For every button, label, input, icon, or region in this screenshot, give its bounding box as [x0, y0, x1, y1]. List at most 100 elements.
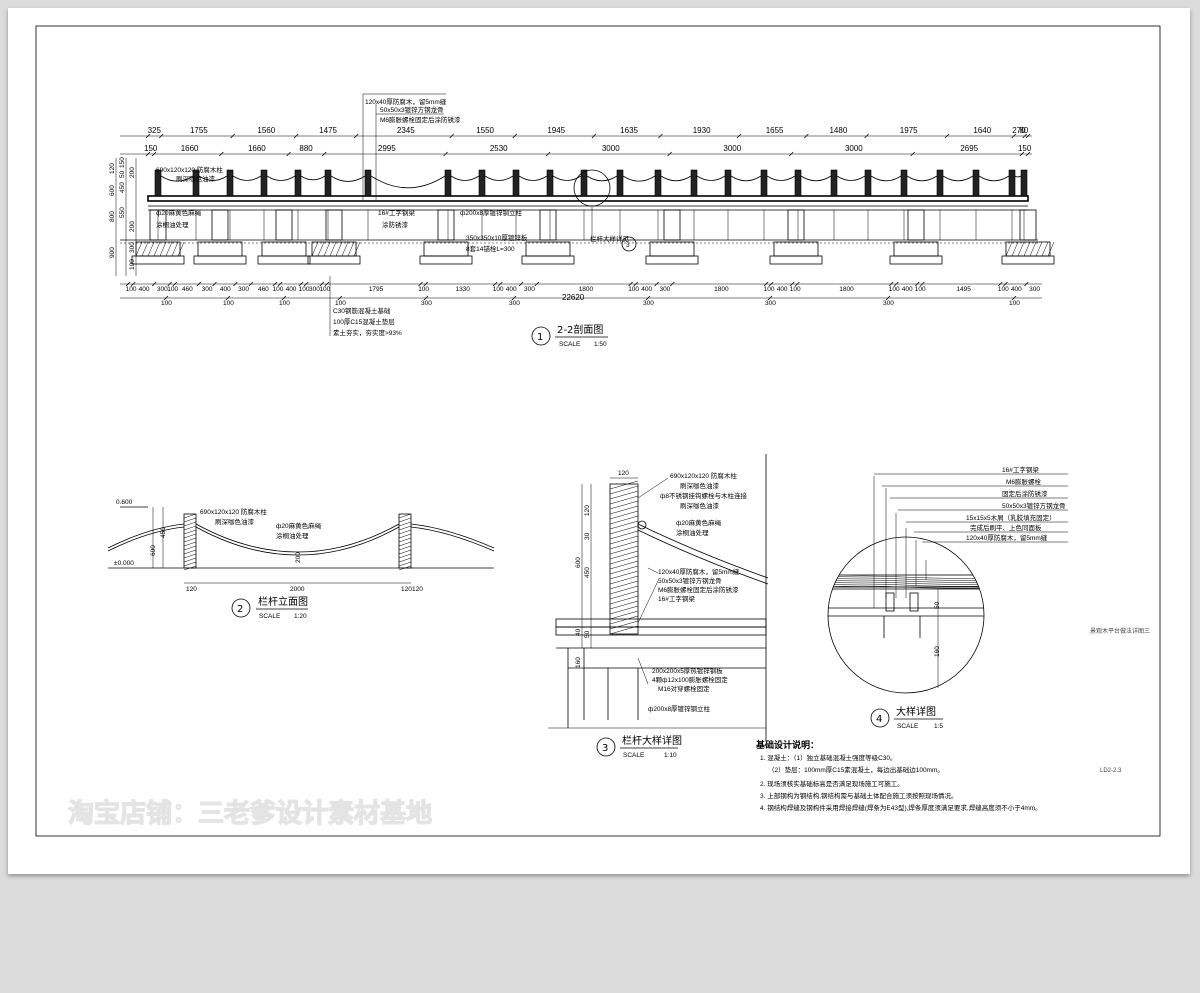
top-dim-label: 1480 — [829, 126, 847, 135]
enlarged-label: M6膨胀螺栓 — [1006, 477, 1042, 486]
railing-post — [1008, 169, 1016, 197]
mid-dim-label: 3000 — [845, 144, 863, 153]
top-dim-label: 1655 — [766, 126, 784, 135]
left-dim-label: 200 — [129, 221, 136, 232]
enlarged-title-circle — [870, 708, 890, 728]
bottom-dim-label: 300 — [1029, 286, 1040, 293]
left-dim-label: 450 — [119, 182, 126, 193]
bottom-dim-label: 100 — [915, 286, 926, 293]
section-label: 690x120x120 防腐木柱 — [156, 165, 223, 174]
railing-post — [760, 169, 768, 197]
top-dim-label: 1475 — [319, 126, 337, 135]
section-scale-label: SCALE — [559, 341, 581, 348]
railing-post — [616, 169, 624, 197]
design-notes: 基础设计说明： 1. 混凝土：（1）独立基础混凝土强度等级C30。（2）垫层：1… — [755, 739, 1042, 812]
railing-post — [364, 169, 372, 197]
railing-post — [690, 169, 698, 197]
railing-post — [512, 169, 520, 197]
left-dim-label: 300 — [129, 242, 136, 253]
elevation-level-ground: ±0.000 — [114, 560, 134, 567]
bottom-dim-label: 100 — [418, 286, 429, 293]
railing-post — [724, 169, 732, 197]
bottom-dim-label: 1795 — [369, 286, 384, 293]
top-dim-label: 1635 — [620, 126, 638, 135]
enlarged-title: 大样详图 — [896, 705, 936, 718]
bottom-dim-label: 100 — [299, 286, 310, 293]
footing — [525, 241, 571, 257]
elevation-label: 690x120x120 防腐木柱 — [200, 507, 267, 516]
elevation-label: 涂桐油处理 — [276, 531, 309, 540]
railing-dim: 120 — [618, 470, 629, 477]
detail-rope — [637, 523, 769, 579]
left-dim-label: 150 — [119, 157, 126, 168]
bottom-dim-label-2: 300 — [883, 300, 894, 307]
section-label: 100厚C15混凝土垫层 — [333, 317, 395, 326]
bottom-dim-label-2: 100 — [161, 300, 172, 307]
railing-label: 690x120x120 防腐木柱 — [670, 471, 737, 480]
elevation-title-circle — [231, 598, 251, 618]
top-dim-label: 2345 — [397, 126, 415, 135]
elevation-number: 2 — [237, 604, 243, 615]
note-item: 2. 现场须核实基础标高是否满足现场施工可施工。 — [760, 779, 904, 788]
railing-post — [226, 169, 234, 197]
section-title-circle — [531, 326, 551, 346]
bottom-dim-label: 400 — [286, 286, 297, 293]
elevation-level-top: 0.600 — [116, 499, 133, 506]
total-dimension: 22620 — [562, 293, 585, 302]
top-dim-label: 1755 — [190, 126, 208, 135]
footings — [131, 209, 1055, 265]
railing-post — [580, 169, 588, 197]
bottom-dim-label: 400 — [506, 286, 517, 293]
railing-label: 4颗ф12x100膨胀螺栓固定 — [652, 675, 728, 684]
bottom-dim-label-2: 100 — [335, 300, 346, 307]
railing-label: 50x50x3镀锌方钢龙骨 — [658, 576, 722, 585]
bottom-dim-label: 1800 — [714, 286, 729, 293]
railing-label: ф20麻黄色麻绳 — [676, 518, 722, 527]
bottom-dim-label: 100 — [493, 286, 504, 293]
section-label: 素土夯实，夯实度>93% — [333, 328, 402, 337]
railing-dim: 50 — [584, 630, 591, 638]
section-label: 350x350x10厚镀锌板 — [466, 233, 528, 242]
railing-label: 16#工字钢梁 — [658, 594, 695, 603]
mid-dim-label: 2995 — [378, 144, 396, 153]
section-label: 涂桐油处理 — [156, 220, 189, 229]
bottom-dim-label: 100 — [889, 286, 900, 293]
mid-dim-label: 880 — [299, 144, 313, 153]
bottom-dim-label: 460 — [258, 286, 269, 293]
bottom-dim-label: 300 — [238, 286, 249, 293]
railing-post — [654, 169, 662, 197]
callout-3-number: 3 — [626, 242, 630, 249]
enlarged-scale-label: SCALE — [897, 723, 919, 730]
note-item: （2）垫层：100mm厚C15素混凝土，每边出基础边100mm。 — [768, 765, 944, 774]
bottom-dim-label-2: 300 — [643, 300, 654, 307]
footing — [893, 241, 939, 257]
footing — [1005, 241, 1051, 257]
elevation-rope — [107, 523, 495, 553]
bottom-dim-label: 400 — [902, 286, 913, 293]
railing-post — [154, 169, 162, 197]
left-dim-label: 550 — [119, 207, 126, 218]
footing — [311, 241, 357, 257]
enlarged-dim-50: 50 — [934, 601, 941, 609]
bottom-dim-label: 400 — [1011, 286, 1022, 293]
bottom-dim-label: 400 — [139, 286, 150, 293]
mid-dim-label: 2530 — [490, 144, 508, 153]
section-label: 涂防锈漆 — [382, 220, 409, 229]
top-dim-label: 1550 — [476, 126, 494, 135]
bottom-dim-label: 100 — [764, 286, 775, 293]
drawing-code: LD2-2.3 — [1100, 768, 1122, 774]
railing-posts — [154, 169, 1028, 240]
section-title: 2-2剖面图 — [557, 323, 603, 336]
railing-dim: 450 — [584, 567, 591, 578]
section-label: ф20麻黄色麻绳 — [156, 208, 202, 217]
railing-dim: 600 — [575, 557, 582, 568]
elevation-dim: 120 — [186, 586, 197, 593]
bottom-dim-label: 300 — [659, 286, 670, 293]
mid-dim-label: 3000 — [602, 144, 620, 153]
